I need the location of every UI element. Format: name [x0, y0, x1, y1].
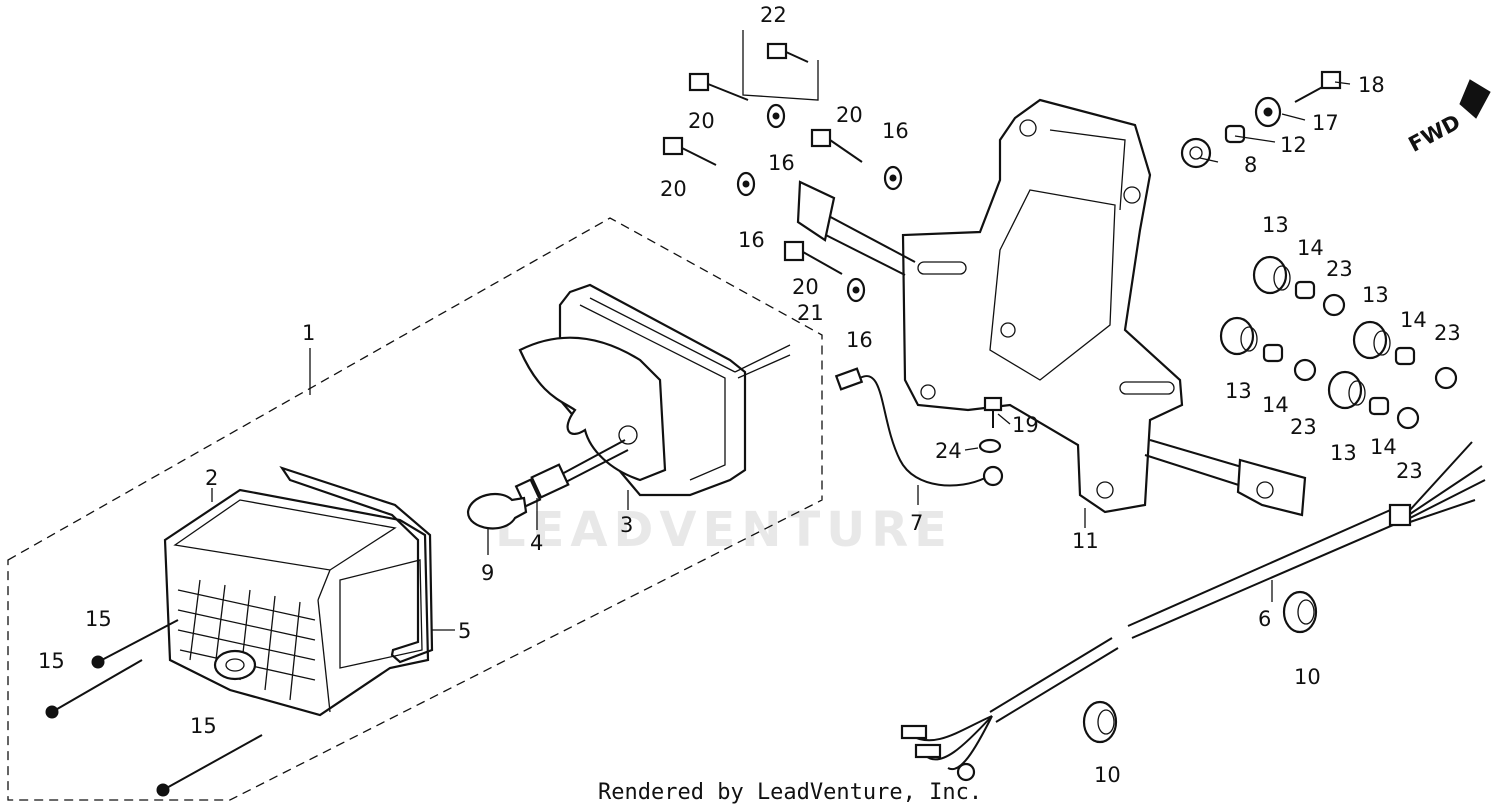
callout-4: 4: [530, 531, 543, 555]
callout-13-d: 13: [1330, 441, 1357, 465]
callout-17: 17: [1312, 111, 1339, 135]
washer-16-d: [846, 277, 866, 303]
callout-16-d: 16: [846, 328, 873, 352]
nut-23-b: [1434, 366, 1458, 390]
collar-12: [1224, 124, 1246, 144]
callout-23-b: 23: [1434, 321, 1461, 345]
screw-15-upper: [91, 619, 179, 669]
grommet-13-c: [1219, 316, 1258, 356]
grommet-13-d: [1327, 370, 1366, 410]
callout-14-a: 14: [1297, 236, 1324, 260]
nut-23-d: [1396, 406, 1420, 430]
screw-15-bottom: [156, 734, 263, 797]
callout-3: 3: [620, 513, 633, 537]
callout-20-a: 20: [688, 109, 715, 133]
lens-gasket: [279, 465, 434, 664]
fwd-label: FWD: [1405, 110, 1465, 157]
license-bracket: [796, 98, 1307, 517]
callout-11: 11: [1072, 529, 1099, 553]
callout-6: 6: [1258, 607, 1271, 631]
collar-14-c: [1262, 343, 1284, 363]
taillight-lens: [163, 488, 430, 717]
wire-harness: [900, 441, 1486, 782]
reflector-plate: [518, 336, 667, 482]
callout-23-a: 23: [1326, 257, 1353, 281]
washer-17: [1254, 96, 1282, 128]
callout-13-c: 13: [1225, 379, 1252, 403]
bolt-20-a: [688, 72, 749, 101]
watermark-text: LEADVENTURE: [495, 502, 953, 558]
collar-14-b: [1394, 346, 1416, 366]
bolt-19: [983, 396, 1003, 428]
callout-23-c: 23: [1290, 415, 1317, 439]
callout-7: 7: [910, 511, 923, 535]
washer-24: [978, 438, 1002, 454]
screw-15-lower-left: [45, 659, 143, 719]
nut-23-c: [1293, 358, 1317, 382]
grommet-10-bottom: [1082, 700, 1118, 744]
callout-24: 24: [935, 439, 962, 463]
callout-19: 19: [1012, 413, 1039, 437]
callout-9: 9: [481, 561, 494, 585]
callout-14-d: 14: [1370, 435, 1397, 459]
callout-16-b: 16: [738, 228, 765, 252]
callout-13-b: 13: [1362, 283, 1389, 307]
callout-20-b: 20: [660, 177, 687, 201]
bulb: [466, 492, 528, 530]
callout-2: 2: [205, 466, 218, 490]
bulb-socket: [514, 439, 629, 508]
bolt-20-b: [662, 136, 717, 166]
ground-wire: [834, 367, 1004, 487]
callout-16-c: 16: [882, 119, 909, 143]
callout-22: 22: [760, 3, 787, 27]
callout-15-upper: 15: [85, 607, 112, 631]
callout-1: 1: [302, 321, 315, 345]
washer-16-a: [766, 103, 786, 129]
bolt-20-d: [783, 240, 843, 275]
footer-credit: Rendered by LeadVenture, Inc.: [598, 780, 983, 805]
grommet-10-right: [1282, 590, 1318, 634]
callout-20-c: 20: [836, 103, 863, 127]
callout-14-c: 14: [1262, 393, 1289, 417]
bolt-22: [742, 30, 819, 101]
bolt-18: [1294, 70, 1342, 103]
callout-15-left: 15: [38, 649, 65, 673]
callout-18: 18: [1358, 73, 1385, 97]
washer-16-c: [883, 165, 903, 191]
collar-14-d: [1368, 396, 1390, 416]
callout-10-right: 10: [1294, 665, 1321, 689]
callout-23-d: 23: [1396, 459, 1423, 483]
nut-23-a: [1322, 293, 1346, 317]
taillight-assembly-outline: [7, 217, 823, 801]
leader-lines: [211, 81, 1351, 631]
callout-13-a: 13: [1262, 213, 1289, 237]
callout-20-d: 20: [792, 275, 819, 299]
callout-14-b: 14: [1400, 308, 1427, 332]
callout-5: 5: [458, 619, 471, 643]
callout-10-bottom: 10: [1094, 763, 1121, 787]
callout-12: 12: [1280, 133, 1307, 157]
callout-16-a: 16: [768, 151, 795, 175]
bolt-20-c: [810, 128, 863, 163]
callout-15-bottom: 15: [190, 714, 217, 738]
collar-14-a: [1294, 280, 1316, 300]
fwd-arrow: [1459, 79, 1491, 119]
grommet-13-a: [1252, 255, 1291, 295]
nut-8: [1180, 137, 1212, 169]
callout-21: 21: [797, 301, 824, 325]
washer-16-b: [736, 171, 756, 197]
callout-8: 8: [1244, 153, 1257, 177]
grommet-13-b: [1352, 320, 1391, 360]
